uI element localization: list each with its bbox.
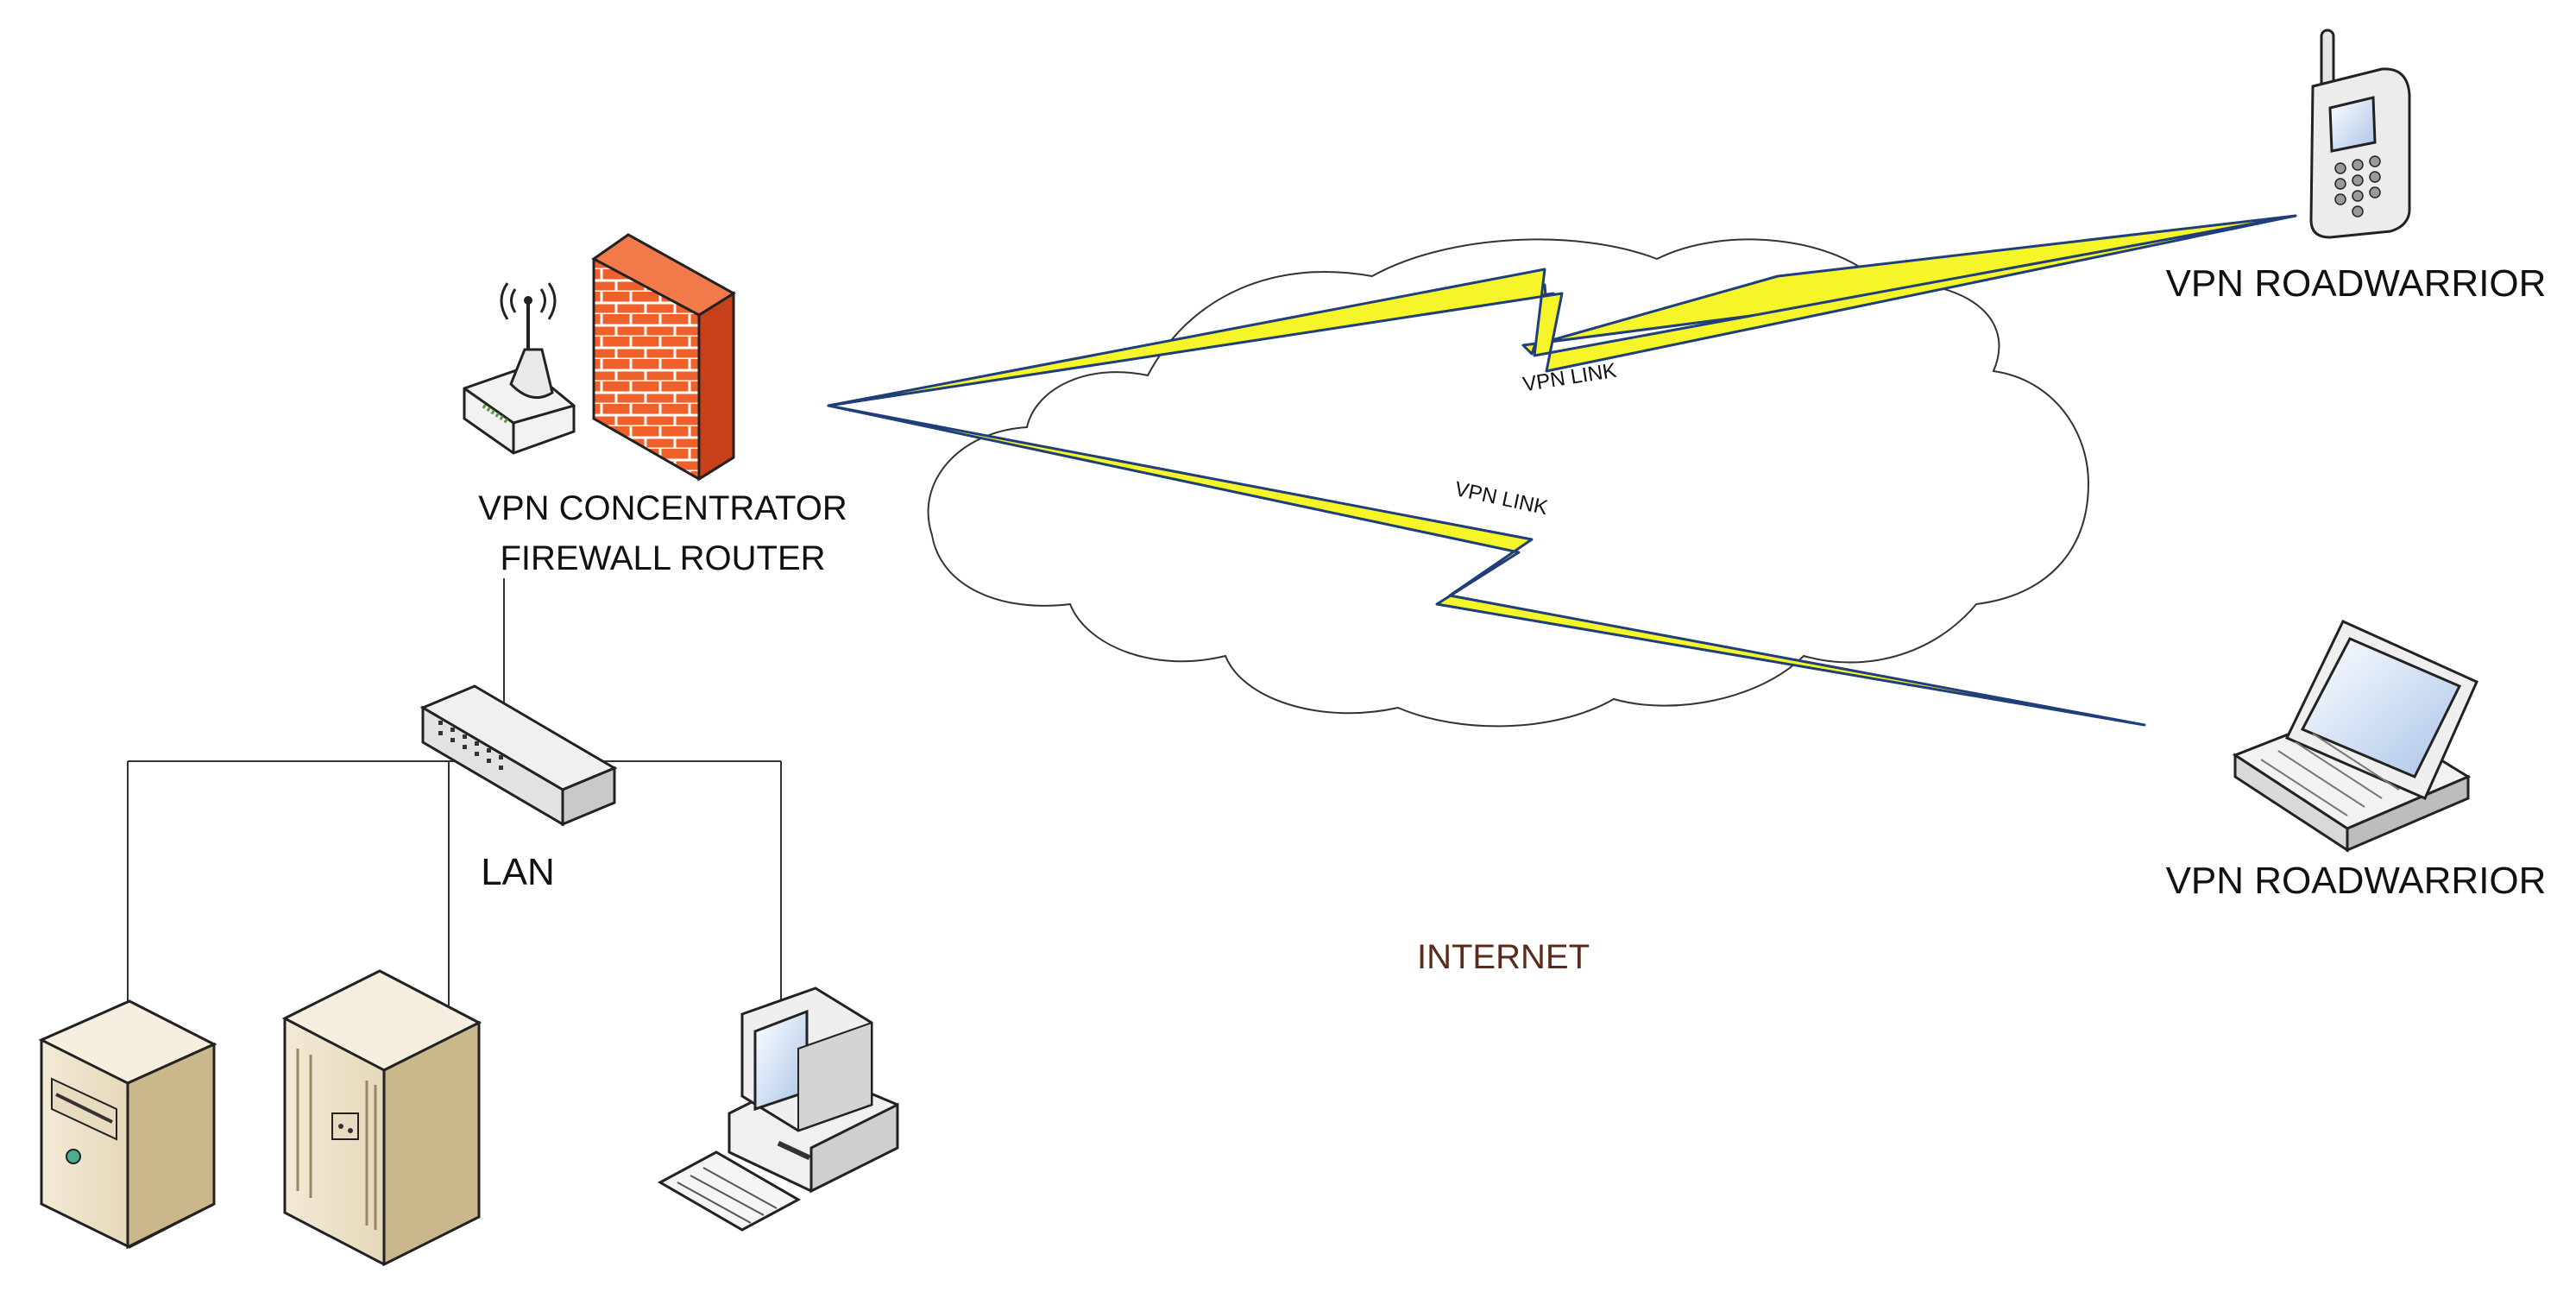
network-switch-icon [419,684,618,827]
rack-server-icon [281,969,482,1267]
wireless-router-icon [463,282,576,455]
vpn-link-upper [827,214,2297,407]
internet-label: INTERNET [1417,938,1590,976]
concentrator-label-line2: FIREWALL ROUTER [500,539,825,577]
tower-server-icon [38,999,217,1250]
mobile-phone-icon [2309,28,2411,239]
roadwarrior-phone-label: VPN ROADWARRIOR [2166,262,2547,305]
roadwarrior-laptop-label: VPN ROADWARRIOR [2166,860,2547,902]
desktop-computer-icon [657,986,899,1232]
lan-wiring [127,578,782,1010]
vpn-link-lower [827,404,2146,727]
firewall-icon [591,233,736,482]
laptop-icon [2232,620,2478,853]
concentrator-label-line1: VPN CONCENTRATOR [478,489,847,527]
lan-label: LAN [481,851,555,893]
internet-cloud-icon [927,238,2090,728]
